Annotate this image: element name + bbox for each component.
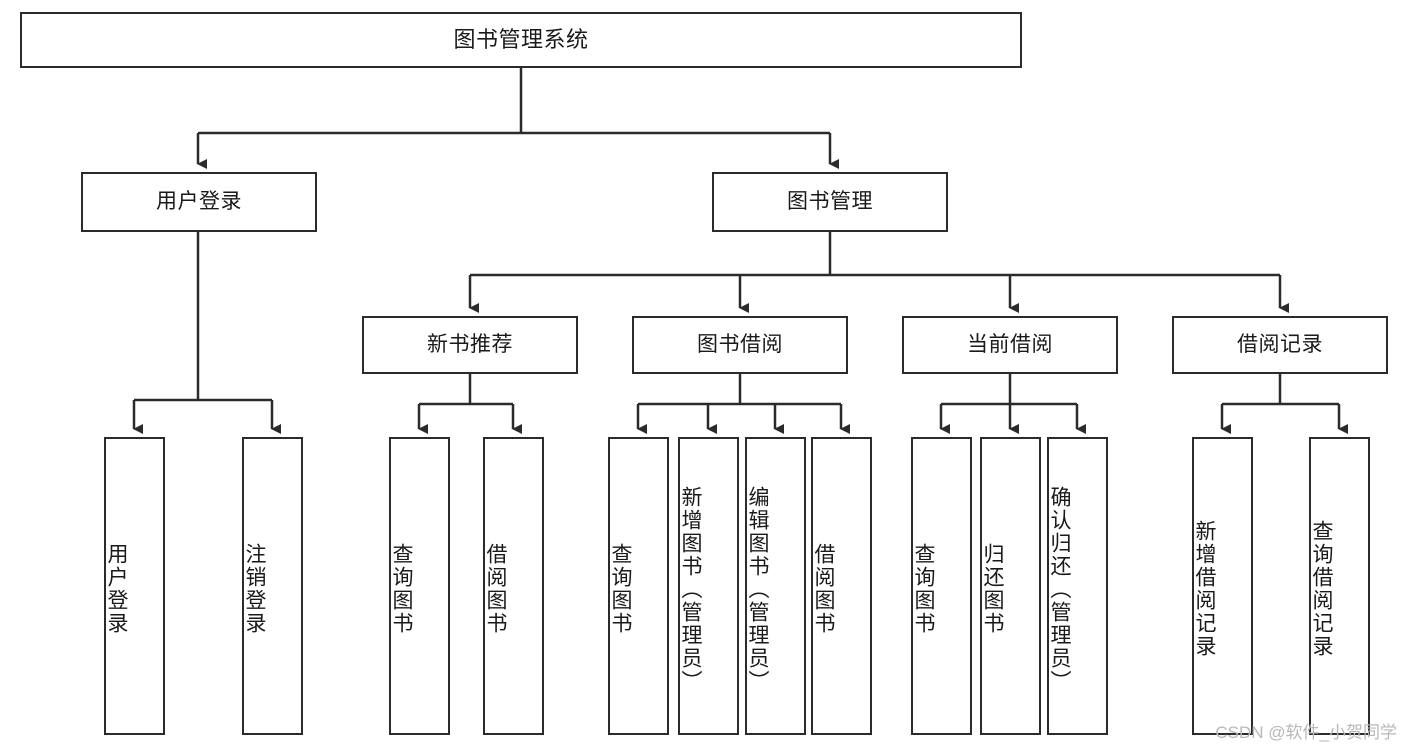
- node-leaf-query-book-current[interactable]: 查询图书: [911, 437, 972, 735]
- node-label: 确认归还（管理员）: [1048, 485, 1071, 693]
- node-leaf-query-book-recommend[interactable]: 查询图书: [389, 437, 450, 735]
- node-leaf-query-borrow-record[interactable]: 查询借阅记录: [1309, 437, 1370, 735]
- node-book-management[interactable]: 图书管理: [712, 172, 948, 232]
- node-leaf-add-book[interactable]: 新增图书（管理员）: [678, 437, 739, 735]
- node-label: 借阅记录: [1237, 332, 1323, 356]
- node-label: 用户登录: [105, 543, 128, 635]
- node-leaf-user-logout[interactable]: 注销登录: [242, 437, 303, 735]
- node-label: 查询图书: [609, 543, 632, 635]
- node-leaf-add-borrow-record[interactable]: 新增借阅记录: [1192, 437, 1253, 735]
- node-label: 图书管理: [787, 189, 873, 213]
- node-label: 查询图书: [390, 543, 413, 635]
- node-label: 图书借阅: [697, 332, 783, 356]
- node-label: 新增借阅记录: [1193, 520, 1216, 658]
- node-label: 编辑图书（管理员）: [746, 485, 769, 693]
- node-label: 归还图书: [981, 543, 1004, 635]
- node-leaf-query-book-borrow[interactable]: 查询图书: [608, 437, 669, 735]
- node-leaf-return-book[interactable]: 归还图书: [980, 437, 1041, 735]
- node-leaf-confirm-return[interactable]: 确认归还（管理员）: [1047, 437, 1108, 735]
- node-label: 图书管理系统: [453, 27, 589, 53]
- node-book-borrow[interactable]: 图书借阅: [632, 316, 848, 374]
- node-borrow-record[interactable]: 借阅记录: [1172, 316, 1388, 374]
- node-leaf-borrow-book[interactable]: 借阅图书: [811, 437, 872, 735]
- node-label: 用户登录: [156, 189, 242, 213]
- node-leaf-edit-book[interactable]: 编辑图书（管理员）: [745, 437, 806, 735]
- node-label: 查询借阅记录: [1310, 520, 1333, 658]
- node-leaf-borrow-book-recommend[interactable]: 借阅图书: [483, 437, 544, 735]
- node-root-book-management-system[interactable]: 图书管理系统: [20, 12, 1022, 68]
- node-user-login[interactable]: 用户登录: [81, 172, 317, 232]
- node-new-book-recommend[interactable]: 新书推荐: [362, 316, 578, 374]
- node-label: 当前借阅: [967, 332, 1053, 356]
- node-current-borrow[interactable]: 当前借阅: [902, 316, 1118, 374]
- node-label: 新书推荐: [427, 332, 513, 356]
- node-label: 借阅图书: [812, 543, 835, 635]
- node-label: 借阅图书: [484, 543, 507, 635]
- node-label: 注销登录: [243, 543, 266, 635]
- node-label: 查询图书: [912, 543, 935, 635]
- node-label: 新增图书（管理员）: [679, 485, 702, 693]
- watermark: CSDN @软件_小贺同学: [1215, 723, 1397, 742]
- node-leaf-user-login[interactable]: 用户登录: [104, 437, 165, 735]
